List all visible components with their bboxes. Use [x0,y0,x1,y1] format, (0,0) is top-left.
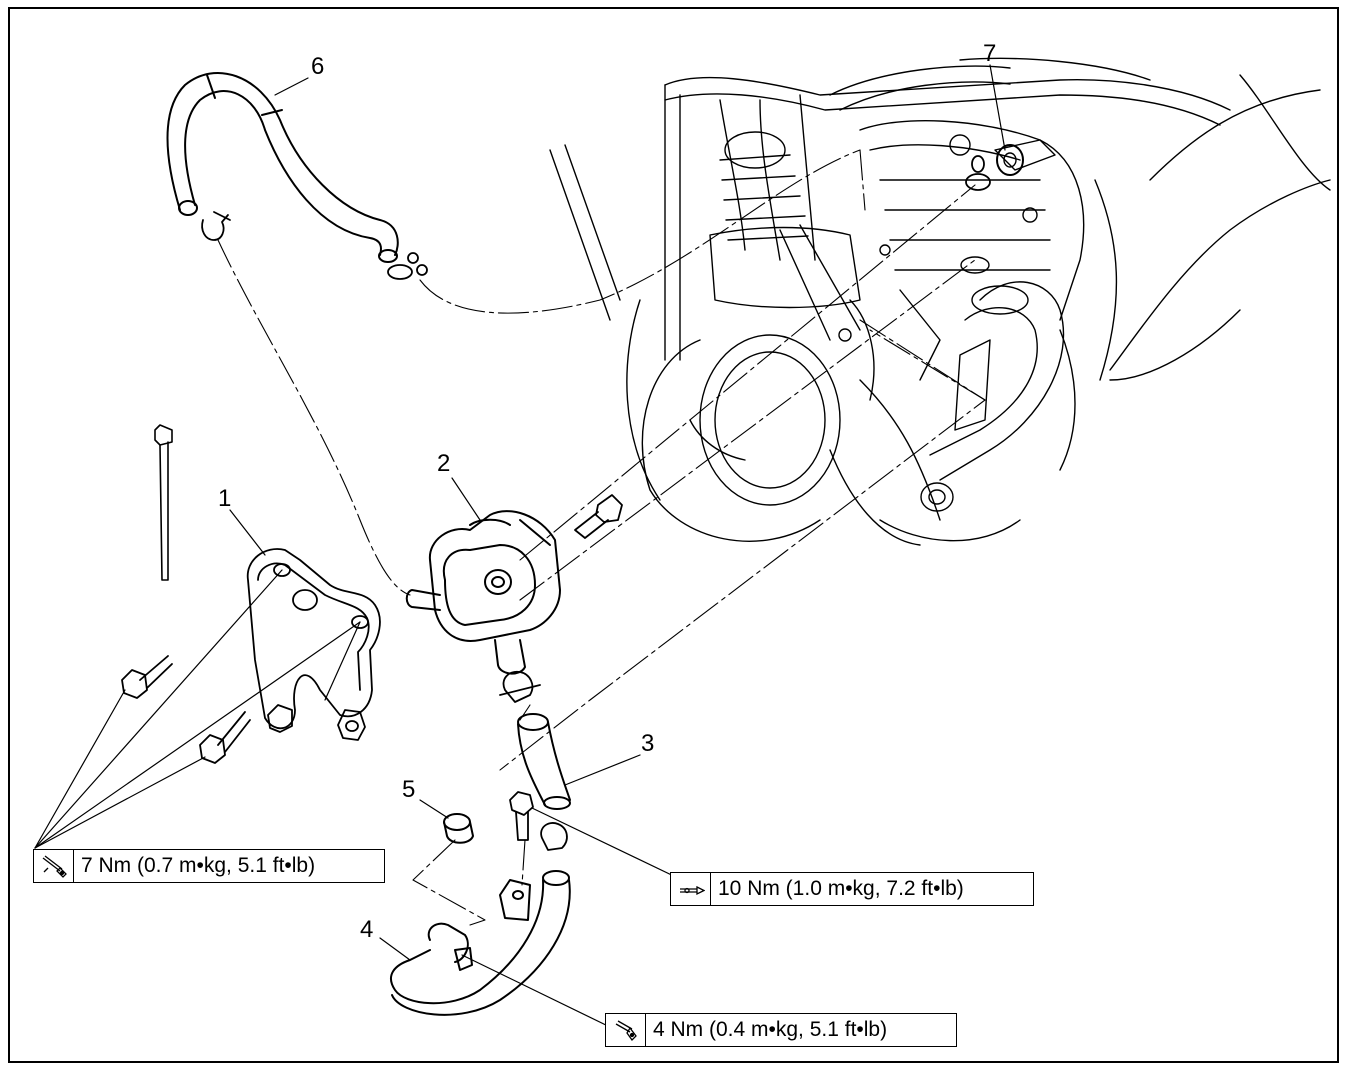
valve-clip [499,670,541,703]
callout-3: 3 [641,730,655,757]
assembly-lines [217,149,986,926]
torque-spec-text: 7 Nm (0.7 m•kg, 5.1 ft•lb) [81,854,316,877]
bracket-1 [246,548,381,741]
engine-background [549,57,1331,546]
callout-7: 7 [983,40,997,67]
cable-tie [154,424,173,581]
torque-spec-text: 4 Nm (0.4 m•kg, 5.1 ft•lb) [653,1018,888,1041]
torque-spec-hose-bolt: 10 Nm (1.0 m•kg, 7.2 ft•lb) [670,872,1034,906]
valve-bolt-upper [574,494,623,539]
air-valve-2 [405,510,561,675]
hose-6 [166,71,399,263]
callout-2: 2 [437,450,451,477]
torque-spec-text: 10 Nm (1.0 m•kg, 7.2 ft•lb) [718,877,964,900]
hose-clip-6b [387,252,428,280]
callout-6: 6 [311,53,325,80]
callout-leaders [229,64,1006,961]
bracket-bolts [121,655,251,764]
torque-wrench-icon [34,850,74,882]
pipe-clip [540,822,568,851]
torque-spec-bracket-bolts: 7 Nm (0.7 m•kg, 5.1 ft•lb) [33,849,385,883]
torque-spec-clamp-screw: 4 Nm (0.4 m•kg, 5.1 ft•lb) [605,1013,957,1047]
torque-wrench-icon [671,873,711,905]
pipe-4 [390,870,571,1016]
diagram-frame [8,7,1339,1063]
torque-leaders [34,569,683,1029]
callout-4: 4 [360,916,374,943]
grommet-5 [443,813,474,844]
hose-bolt [509,791,534,841]
hose-3 [517,713,571,810]
torque-wrench-icon [606,1014,646,1046]
hose-clip-6a [201,211,231,241]
hose-clip-7 [965,155,991,191]
callout-1: 1 [218,485,232,512]
callout-5: 5 [402,776,416,803]
